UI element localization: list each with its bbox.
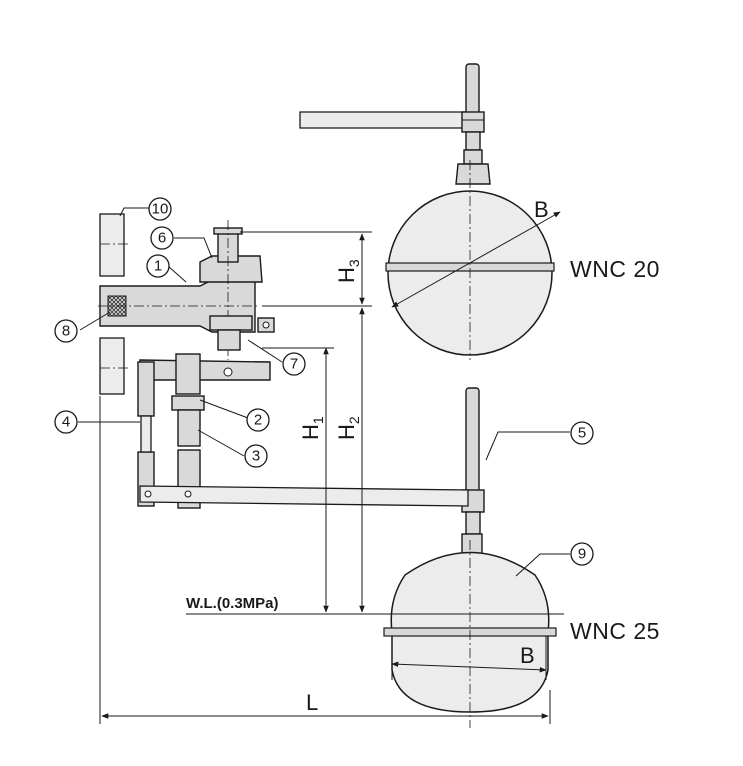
svg-text:8: 8 (62, 323, 70, 340)
svg-text:4: 4 (62, 414, 70, 431)
lower-float-stem (465, 387, 480, 499)
lever-pivot (217, 329, 241, 351)
l-label: L (306, 690, 318, 715)
upper-stem-nut (465, 131, 481, 151)
svg-text:2: 2 (254, 412, 262, 429)
h2-label: H2 (334, 416, 362, 440)
callout-9: 9 (570, 542, 594, 566)
upper-stem-thread (463, 149, 483, 165)
svg-text:3: 3 (252, 448, 260, 465)
h3-subscript: 3 (346, 259, 362, 267)
b-dimension-upper (391, 211, 561, 308)
callout-2: 2 (246, 408, 270, 432)
valve-body-assembly (98, 213, 469, 509)
svg-text:10: 10 (152, 201, 169, 218)
leader-lines (78, 207, 570, 577)
upper-arm-coupling (461, 111, 485, 133)
model-label-upper: WNC 20 (570, 256, 660, 282)
lever-arm-upper (139, 359, 271, 381)
connecting-sleeve (175, 353, 201, 395)
callout-6: 6 (150, 226, 174, 250)
svg-text:9: 9 (578, 546, 586, 563)
model-label-lower: WNC 25 (570, 618, 660, 644)
upper-float-neck (455, 163, 491, 185)
lever-bracket (209, 315, 253, 331)
valve-cap (199, 255, 263, 283)
h1-label: H1 (298, 416, 326, 440)
b-label-lower: B (520, 643, 535, 668)
upper-float-stem (465, 63, 480, 117)
strainer (107, 295, 127, 317)
lower-float-arm (139, 485, 469, 507)
h1-subscript: 1 (310, 416, 326, 424)
h3-label: H3 (334, 259, 362, 283)
lower-float-assembly: B WNC 25 (383, 387, 660, 728)
connecting-rod-upper (177, 409, 201, 447)
b-label-upper: B (534, 197, 549, 222)
svg-text:1: 1 (154, 258, 162, 275)
svg-text:7: 7 (290, 356, 298, 373)
mounting-flange-upper (99, 213, 125, 277)
sleeve-nut (171, 395, 205, 411)
callout-10: 10 (148, 197, 172, 221)
b-dimension-lower (391, 661, 547, 673)
callout-1: 1 (146, 254, 170, 278)
callout-3: 3 (244, 444, 268, 468)
mounting-flange-lower (99, 337, 125, 395)
h2-subscript: 2 (346, 416, 362, 424)
callout-5: 5 (570, 421, 594, 445)
side-link-upper (137, 361, 155, 417)
callout-4: 4 (54, 410, 78, 434)
upper-float-assembly: B WNC 20 (299, 63, 660, 360)
svg-text:6: 6 (158, 230, 166, 247)
callout-7: 7 (282, 352, 306, 376)
side-link-rod (140, 415, 152, 453)
water-level-label: W.L.(0.3MPa) (186, 595, 279, 612)
lower-stem-nut (465, 511, 481, 535)
callout-8: 8 (54, 319, 78, 343)
upper-float-arm (299, 111, 469, 129)
svg-text:5: 5 (578, 425, 586, 442)
